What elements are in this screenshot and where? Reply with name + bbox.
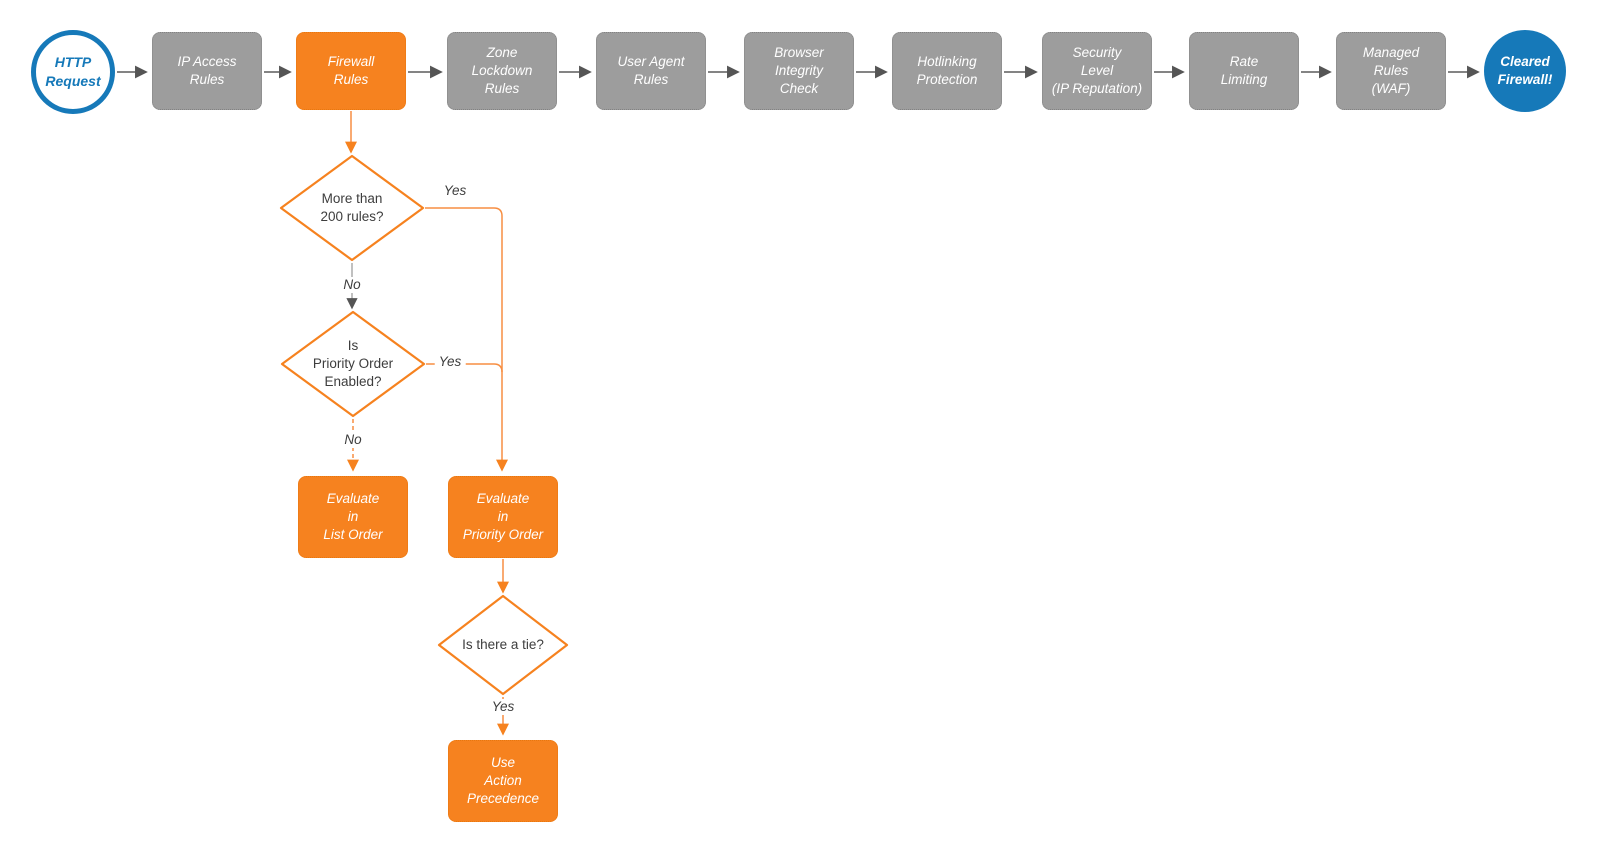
action-evaluate-in-priority-order: Evaluate in Priority Order bbox=[448, 476, 558, 558]
stage-zone-lockdown-rules: Zone Lockdown Rules bbox=[447, 32, 557, 110]
action-use-action-precedence: Use Action Precedence bbox=[448, 740, 558, 822]
stage-label: Managed Rules (WAF) bbox=[1362, 45, 1420, 96]
diamond-shape bbox=[437, 594, 569, 696]
decision-more-than-200-rules: More than 200 rules? bbox=[279, 154, 425, 262]
decision-label: More than 200 rules? bbox=[320, 191, 384, 224]
edge-label-no-2: No bbox=[340, 432, 366, 448]
stage-label: User Agent Rules bbox=[617, 54, 685, 87]
stage-label: Hotlinking Protection bbox=[916, 54, 978, 87]
start-node-label: HTTP Request bbox=[45, 54, 101, 89]
stage-ip-access-rules: IP Access Rules bbox=[152, 32, 262, 110]
stage-browser-integrity-check: Browser Integrity Check bbox=[744, 32, 854, 110]
action-label: Evaluate in List Order bbox=[323, 491, 383, 542]
stage-label: IP Access Rules bbox=[177, 54, 237, 87]
action-label: Use Action Precedence bbox=[466, 755, 540, 806]
action-label: Evaluate in Priority Order bbox=[462, 491, 544, 542]
decision-is-there-a-tie: Is there a tie? bbox=[437, 594, 569, 696]
stage-firewall-rules: Firewall Rules bbox=[296, 32, 406, 110]
end-node-cleared-firewall: Cleared Firewall! bbox=[1484, 30, 1566, 112]
end-node-label: Cleared Firewall! bbox=[1497, 54, 1553, 87]
edge-label-yes-3: Yes bbox=[487, 699, 519, 715]
decision-priority-order-enabled: Is Priority Order Enabled? bbox=[280, 310, 426, 418]
stage-label: Rate Limiting bbox=[1220, 54, 1268, 87]
stage-label: Firewall Rules bbox=[327, 54, 375, 87]
edge-label-yes-1: Yes bbox=[439, 183, 471, 199]
stage-label: Zone Lockdown Rules bbox=[471, 45, 533, 96]
edge-label-no-1: No bbox=[339, 277, 365, 293]
action-evaluate-in-list-order: Evaluate in List Order bbox=[298, 476, 408, 558]
stage-hotlinking-protection: Hotlinking Protection bbox=[892, 32, 1002, 110]
decision-label: Is there a tie? bbox=[462, 637, 544, 652]
stage-security-level: Security Level (IP Reputation) bbox=[1042, 32, 1152, 110]
decision-label: Is Priority Order Enabled? bbox=[312, 338, 394, 389]
start-node-http-request: HTTP Request bbox=[31, 30, 115, 114]
diamond-shape bbox=[279, 154, 425, 262]
stage-user-agent-rules: User Agent Rules bbox=[596, 32, 706, 110]
stage-rate-limiting: Rate Limiting bbox=[1189, 32, 1299, 110]
edge-label-yes-2: Yes bbox=[434, 354, 466, 370]
diamond-shape bbox=[280, 310, 426, 418]
stage-managed-rules-waf: Managed Rules (WAF) bbox=[1336, 32, 1446, 110]
stage-label: Security Level (IP Reputation) bbox=[1051, 45, 1143, 96]
stage-label: Browser Integrity Check bbox=[774, 45, 824, 96]
